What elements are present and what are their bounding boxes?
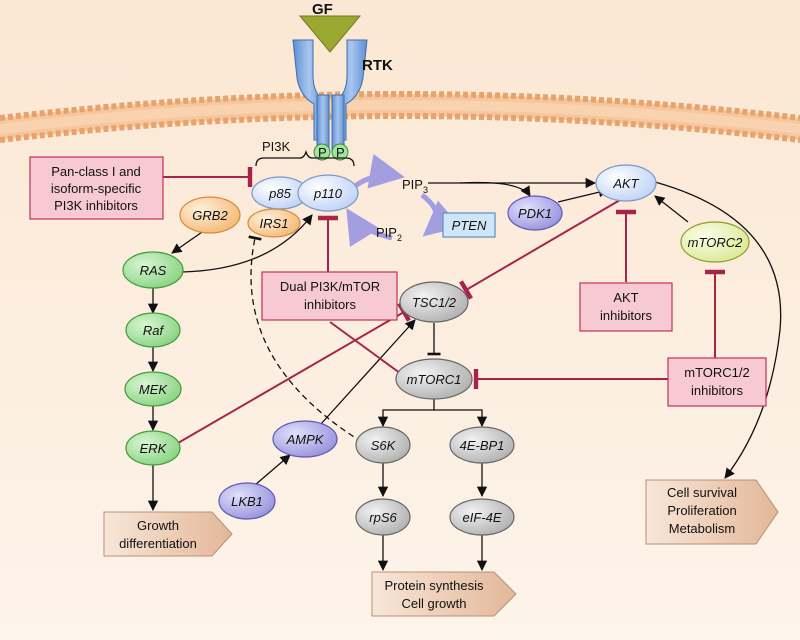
survival-line-2: Proliferation	[667, 503, 736, 518]
akt-inh-line-2: inhibitors	[600, 308, 653, 323]
node-pdk1: PDK1	[507, 195, 563, 231]
node-label-s6k: S6K	[371, 438, 397, 453]
link-pip-cycle-top	[353, 153, 405, 189]
node-label-rps6: rpS6	[369, 510, 397, 525]
node-tsc: TSC1/2	[399, 281, 469, 323]
node-ampk: AMPK	[272, 420, 338, 458]
node-label-tsc: TSC1/2	[412, 295, 457, 310]
mtorc12-line-2: inhibitors	[691, 383, 744, 398]
growth-line-2: differentiation	[119, 536, 197, 551]
pip3-label: PIP3	[402, 177, 428, 195]
link-lkb1-ampk	[254, 454, 291, 486]
node-label-lkb1: LKB1	[231, 494, 263, 509]
node-label-grb2: GRB2	[192, 208, 228, 223]
inhibitor-pan-class: Pan-class I and isoform-specific PI3K in…	[29, 156, 164, 220]
node-raf: Raf	[125, 312, 181, 348]
rtk-receptor	[292, 39, 368, 151]
gf-ligand	[298, 15, 362, 53]
node-label-eif4e: eIF-4E	[462, 510, 501, 525]
node-label-mek: MEK	[139, 382, 169, 397]
node-label-mtorc1: mTORC1	[407, 372, 462, 387]
node-4ebp1: 4E-BP1	[449, 426, 515, 464]
dual-line-1: Dual PI3K/mTOR	[280, 279, 380, 294]
link-ampk-tsc	[319, 319, 416, 426]
dual-line-2: inhibitors	[304, 297, 357, 312]
link-mtorc2-akt	[654, 195, 689, 223]
link-s6k-irs1	[248, 235, 363, 443]
node-mek: MEK	[124, 371, 182, 407]
node-label-irs1: IRS1	[260, 216, 289, 231]
link-ras-p110	[181, 214, 313, 273]
node-label-erk: ERK	[140, 441, 168, 456]
node-lkb1: LKB1	[218, 482, 276, 520]
node-label-pten: PTEN	[452, 218, 487, 233]
survival-line-1: Cell survival	[667, 485, 737, 500]
node-label-akt: AKT	[612, 176, 639, 191]
node-s6k: S6K	[355, 426, 411, 464]
pi3k-bracket	[255, 149, 355, 167]
inhibitor-dual: Dual PI3K/mTOR inhibitors	[261, 271, 398, 321]
link-grb2-ras	[171, 229, 206, 254]
link-mtorc1-s6k	[377, 396, 435, 428]
phospho-label-left: P	[318, 145, 327, 160]
node-label-mtorc2: mTORC2	[688, 235, 743, 250]
node-akt: AKT	[595, 164, 657, 202]
pan-class-line-2: isoform-specific	[51, 181, 142, 196]
phospho-circle-right	[331, 143, 349, 161]
node-p110: p110	[297, 174, 359, 212]
mtorc12-line-1: mTORC1/2	[684, 365, 750, 380]
node-rps6: rpS6	[355, 498, 411, 536]
link-erk-tsc	[177, 302, 411, 444]
link-akt-tsc	[459, 199, 621, 300]
link-pip-cycle-right	[420, 193, 461, 237]
rtk-label: RTK	[362, 57, 393, 74]
link-akt-survival	[654, 181, 782, 479]
protein-line-1: Protein synthesis	[385, 578, 484, 593]
phospho-label-right: P	[336, 145, 345, 160]
node-label-raf: Raf	[143, 323, 165, 338]
node-label-ras: RAS	[140, 263, 167, 278]
akt-inh-line-1: AKT	[613, 290, 638, 305]
output-survival: Cell survival Proliferation Metabolism	[645, 479, 779, 545]
node-ras: RAS	[122, 251, 184, 289]
link-pip3-pdk1	[459, 181, 531, 197]
node-pten: PTEN	[442, 212, 496, 238]
protein-line-2: Cell growth	[401, 596, 466, 611]
node-label-ampk: AMPK	[286, 432, 325, 447]
cell-membrane	[0, 91, 800, 143]
pi3k-label: PI3K	[262, 139, 291, 154]
pip2-label: PIP2	[376, 225, 402, 243]
node-eif4e: eIF-4E	[449, 498, 515, 536]
node-label-p110: p110	[313, 186, 343, 201]
survival-line-3: Metabolism	[669, 521, 735, 536]
inhibitor-akt: AKT inhibitors	[579, 282, 673, 332]
link-mtorc1-4ebp1	[434, 409, 488, 428]
pan-class-line-3: PI3K inhibitors	[54, 198, 138, 213]
inhibitor-mtorc12: mTORC1/2 inhibitors	[667, 357, 767, 407]
link-pip-cycle-bottom	[346, 208, 393, 248]
node-label-4ebp1: 4E-BP1	[460, 438, 505, 453]
output-protein: Protein synthesis Cell growth	[371, 571, 517, 617]
phospho-circle-left	[313, 143, 331, 161]
connections	[147, 153, 782, 572]
node-irs1: IRS1	[247, 208, 301, 238]
growth-line-1: Growth	[137, 518, 179, 533]
node-mtorc2: mTORC2	[680, 221, 750, 263]
output-growth: Growth differentiation	[103, 511, 233, 557]
gf-label: GF	[312, 1, 333, 18]
node-erk: ERK	[125, 430, 181, 466]
node-label-pdk1: PDK1	[518, 206, 552, 221]
link-dual-mtorc1	[329, 321, 412, 386]
pan-class-line-1: Pan-class I and	[51, 164, 141, 179]
node-grb2: GRB2	[179, 196, 241, 234]
node-label-p85: p85	[268, 186, 291, 201]
node-mtorc1: mTORC1	[395, 358, 473, 400]
